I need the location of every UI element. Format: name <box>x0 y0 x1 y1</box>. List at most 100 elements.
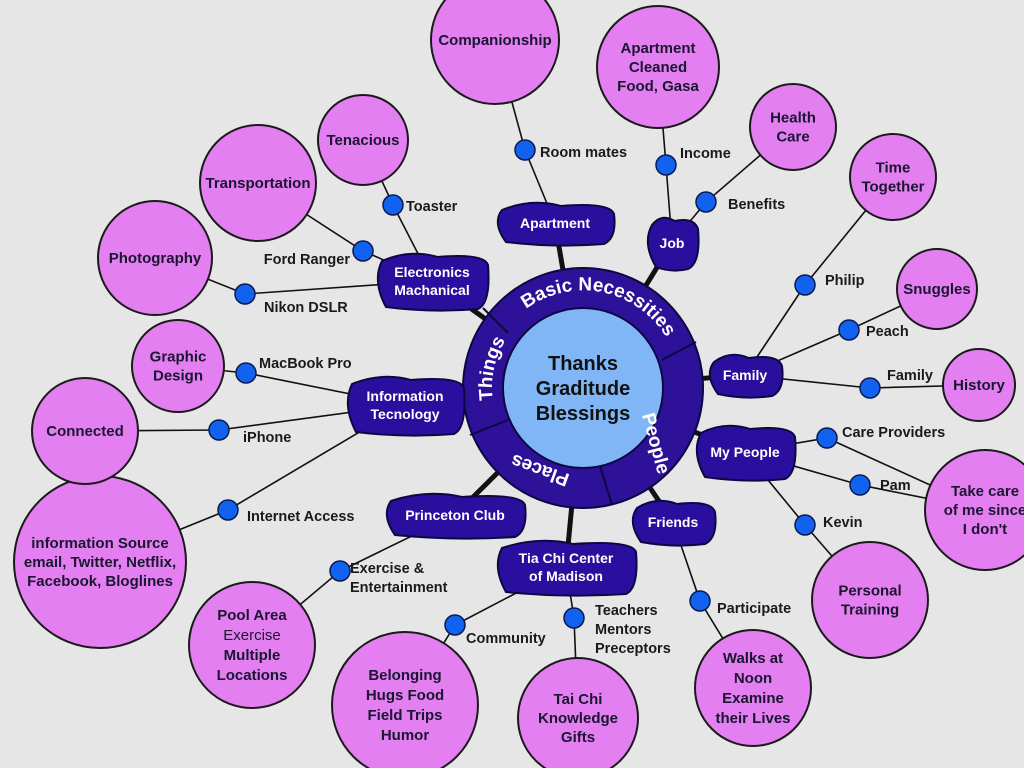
node-dot[interactable] <box>217 499 239 521</box>
leaf-toaster[interactable]: Toaster <box>382 194 458 216</box>
bubble-text: Exercise <box>223 627 281 644</box>
bubble-text: Field Trips <box>367 707 442 724</box>
hub-label: Job <box>660 235 685 251</box>
hub-princeton-club[interactable]: Princeton Club <box>385 492 527 540</box>
leaf-peach[interactable]: Peach <box>838 319 909 341</box>
leaf-exercise-entertainment[interactable]: Exercise &Entertainment <box>329 560 448 596</box>
bubble-circle <box>924 449 1024 571</box>
node-dot[interactable] <box>695 191 717 213</box>
leaf-label: MacBook Pro <box>259 356 352 372</box>
node-dot[interactable] <box>235 362 257 384</box>
leaf-pam[interactable]: Pam <box>849 474 911 496</box>
leaf-nikon-dslr[interactable]: Nikon DSLR <box>234 283 348 316</box>
hub-label: Friends <box>648 514 699 530</box>
leaf-iphone[interactable]: iPhone <box>208 419 291 446</box>
bubble-text: Design <box>153 368 203 385</box>
leaf-label: Teachers <box>595 603 658 619</box>
leaf-label: Community <box>466 631 546 647</box>
leaf-benefits[interactable]: Benefits <box>695 191 785 213</box>
bubble-text: email, Twitter, Netflix, <box>24 554 176 571</box>
node-dot[interactable] <box>794 514 816 536</box>
bubble-text: Photography <box>109 250 202 267</box>
bubble-text: Examine <box>722 690 784 707</box>
leaf-label: Internet Access <box>247 509 354 525</box>
leaf-community[interactable]: Community <box>444 614 546 647</box>
leaf-kevin[interactable]: Kevin <box>794 514 863 536</box>
node-dot[interactable] <box>655 154 677 176</box>
hub-shape <box>385 492 527 540</box>
leaf-label: Mentors <box>595 622 651 638</box>
center-circle <box>502 307 664 469</box>
leaf-philip[interactable]: Philip <box>794 273 865 296</box>
node-dot[interactable] <box>859 377 881 399</box>
bubble-text: of me since <box>944 502 1024 519</box>
node-dot[interactable] <box>234 283 256 305</box>
bubble-text: Snuggles <box>903 281 971 298</box>
bubble-text: Connected <box>46 423 124 440</box>
bubble-text: I don't <box>963 521 1007 538</box>
node-dot[interactable] <box>352 240 374 262</box>
node-dot[interactable] <box>563 607 585 629</box>
node-dot[interactable] <box>838 319 860 341</box>
leaf-ford-ranger[interactable]: Ford Ranger <box>264 240 374 268</box>
bubble-snuggles: Snuggles <box>896 248 978 330</box>
leaf-internet-access[interactable]: Internet Access <box>217 499 354 525</box>
bubble-text: Transportation <box>205 175 310 192</box>
bubble-text: Pool Area <box>217 607 287 624</box>
bubble-text: Humor <box>381 727 429 744</box>
node-dot[interactable] <box>816 427 838 449</box>
hub-label: Tia Chi Center <box>519 550 614 566</box>
node-dot[interactable] <box>689 590 711 612</box>
node-dot[interactable] <box>444 614 466 636</box>
category-hubs: ApartmentJobElectronicsMachanicalInforma… <box>346 201 797 597</box>
leaf-label: Preceptors <box>595 641 671 657</box>
bubble-text: Personal <box>838 583 901 600</box>
bubble-circle <box>811 541 929 659</box>
center-title-line: Blessings <box>536 403 630 425</box>
bubble-photography: Photography <box>97 200 213 316</box>
node-dot[interactable] <box>382 194 404 216</box>
hub-apartment[interactable]: Apartment <box>496 201 616 247</box>
bubble-transportation: Transportation <box>199 124 317 242</box>
leaf-care-providers[interactable]: Care Providers <box>816 425 945 449</box>
hub-shape <box>646 216 700 272</box>
hub-label: Machanical <box>394 282 469 298</box>
node-dot[interactable] <box>208 419 230 441</box>
bubble-circle <box>199 124 317 242</box>
bubble-circle <box>317 94 409 186</box>
hub-family[interactable]: Family <box>708 353 784 399</box>
hub-my-people[interactable]: My People <box>695 424 797 482</box>
hub-friends[interactable]: Friends <box>631 499 717 547</box>
bubble-text: Cleaned <box>629 59 687 76</box>
bubble-circle <box>97 200 213 316</box>
bubble-text: Facebook, Bloglines <box>27 573 173 590</box>
leaf-participate[interactable]: Participate <box>689 590 791 617</box>
bubble-circle <box>131 319 225 413</box>
bubble-text: Training <box>841 602 899 619</box>
node-dot[interactable] <box>794 274 816 296</box>
bubble-circle <box>694 629 812 747</box>
ring-divider <box>482 307 509 334</box>
leaf-label: Ford Ranger <box>264 252 351 268</box>
leaf-label: Benefits <box>728 197 785 213</box>
hub-job[interactable]: Job <box>646 216 700 272</box>
leaf-room-mates[interactable]: Room mates <box>514 139 627 161</box>
leaf-label: Exercise & <box>350 561 425 577</box>
node-dot[interactable] <box>514 139 536 161</box>
leaf-macbook-pro[interactable]: MacBook Pro <box>235 356 352 384</box>
bubble-circle <box>749 83 837 171</box>
node-dot[interactable] <box>849 474 871 496</box>
leaf-label: Participate <box>717 601 791 617</box>
leaf-income[interactable]: Income <box>655 146 731 176</box>
leaf-family-member[interactable]: Family <box>859 368 933 399</box>
bubble-text: Gifts <box>561 729 595 746</box>
bubble-text: Apartment <box>620 40 695 57</box>
node-dot[interactable] <box>329 560 351 582</box>
